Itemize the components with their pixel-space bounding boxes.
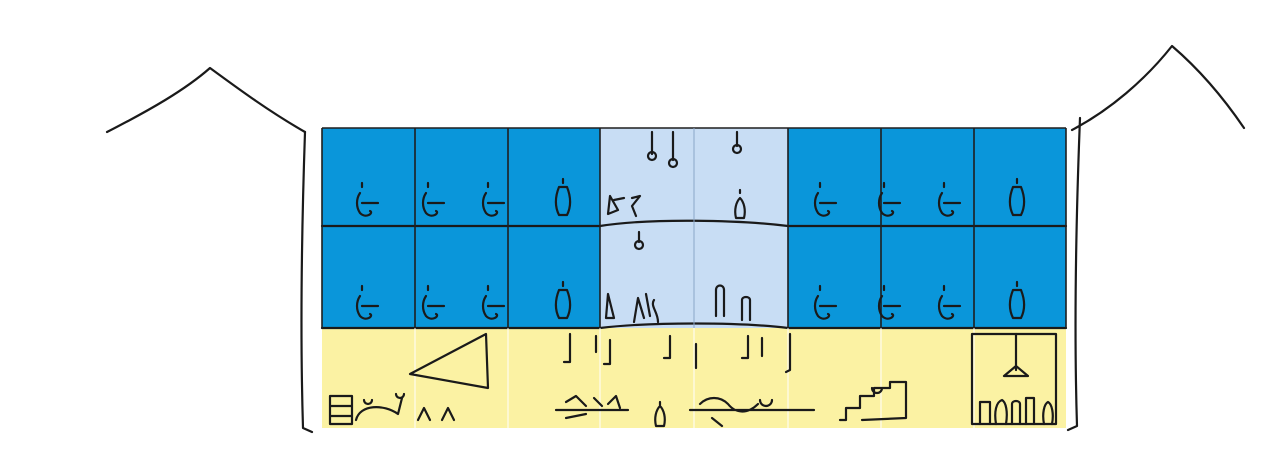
left-wall [302,132,312,432]
middle-floor-offices-right [788,226,1066,328]
middle-floor-offices-left [322,226,600,328]
left-roof-line [107,68,305,132]
right-roof-line [1072,46,1244,130]
right-wall [1068,118,1080,430]
